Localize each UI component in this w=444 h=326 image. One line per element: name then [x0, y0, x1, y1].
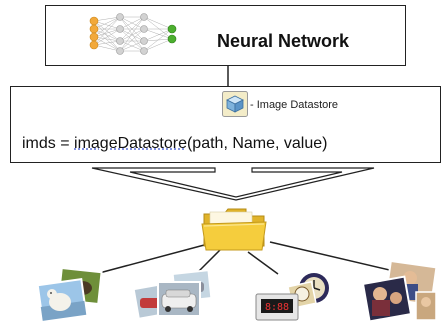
neural-network-title: Neural Network — [217, 31, 350, 51]
neural-network-icon — [89, 13, 177, 55]
folder-to-clocks-line — [247, 251, 279, 275]
datastore-cube-icon — [222, 91, 248, 117]
datastore-legend: - Image Datastore — [250, 99, 339, 111]
code-arguments: (path, Name, value) — [186, 135, 328, 152]
folder-to-people-line — [269, 241, 399, 273]
funnel-shape — [91, 167, 375, 201]
folder-to-vehicles-line — [195, 249, 221, 275]
people-photos-icon — [364, 262, 438, 323]
svg-text:8:88: 8:88 — [265, 302, 289, 313]
folder-icon — [201, 208, 267, 251]
neural-network-box — [45, 5, 406, 66]
clock-photos-icon: 8:88 — [255, 273, 329, 321]
folder-to-animals-line — [87, 243, 209, 277]
code-function-name: imageDatastore — [74, 135, 187, 152]
code-line: imds = imageDatastore(path, Name, value) — [22, 135, 327, 153]
code-variable: imds = — [22, 135, 75, 152]
vehicle-photos-icon — [134, 270, 213, 320]
animal-photos-icon — [38, 268, 103, 323]
